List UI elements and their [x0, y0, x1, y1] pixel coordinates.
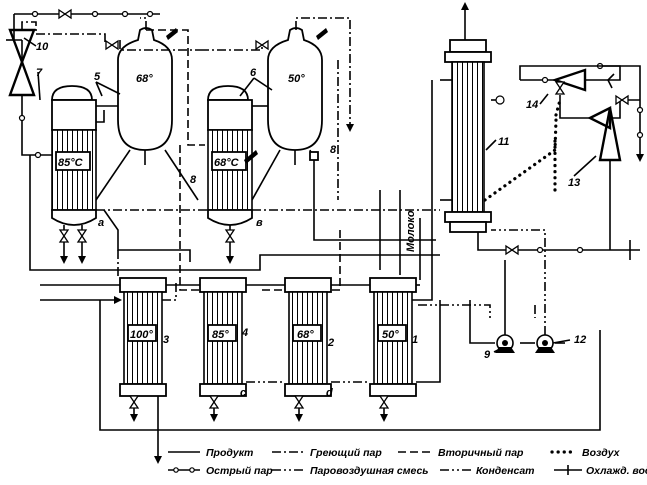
- ejectors: [483, 62, 644, 250]
- heater-4: 85°: [199, 277, 247, 422]
- separator-1: 68°: [95, 27, 199, 201]
- svg-text:Охлажд. вода: Охлажд. вода: [586, 465, 647, 477]
- label-13: 13: [568, 177, 580, 189]
- svg-text:Воздух: Воздух: [582, 447, 621, 459]
- svg-text:Конденсат: Конденсат: [476, 465, 535, 477]
- pump-12: [491, 229, 565, 354]
- heater-3: 100°: [119, 277, 167, 464]
- heater-2-temp: 68°: [297, 329, 314, 341]
- legend-product: Продукт: [168, 447, 253, 459]
- legend-steam-air: Паровоздушная смесь: [272, 465, 429, 477]
- label-14: 14: [526, 99, 538, 111]
- letter-c: с: [240, 387, 246, 399]
- legend-live-steam: Острый пар: [168, 465, 273, 477]
- label-8a: 8: [190, 174, 197, 186]
- label-8b: 8: [330, 144, 337, 156]
- label-12: 12: [574, 334, 586, 346]
- condensate-drains: [418, 304, 536, 318]
- legend-cooling-water: Охлажд. вода: [554, 465, 647, 477]
- label-10: 10: [36, 41, 49, 53]
- sep-1-temp: 68°: [136, 73, 153, 85]
- label-1: 1: [412, 334, 418, 346]
- label-7: 7: [36, 67, 43, 79]
- evap-1-temp: 85°C: [58, 157, 84, 169]
- heater-3-temp: 100°: [130, 329, 153, 341]
- number-labels: 10 7 5 6 8 8 11 14 13 3 4 2 1 9 12 а в с…: [36, 41, 586, 399]
- heater-2: 68°: [284, 277, 332, 422]
- svg-text:Острый пар: Острый пар: [206, 465, 273, 477]
- legend-heating-steam: Греющий пар: [272, 447, 382, 459]
- live-steam-header: [6, 9, 160, 159]
- svg-text:Греющий пар: Греющий пар: [310, 447, 382, 459]
- label-2: 2: [327, 337, 334, 349]
- svg-text:Вторичный пар: Вторичный пар: [438, 447, 524, 459]
- connecting-lines: [29, 80, 601, 431]
- legend-air: Воздух: [550, 447, 621, 459]
- label-3: 3: [163, 334, 169, 346]
- sep-2-temp: 50°: [288, 73, 305, 85]
- legend-secondary-steam: Вторичный пар: [398, 447, 524, 459]
- label-4: 4: [241, 327, 248, 339]
- evap-2-temp: 68°C: [214, 157, 240, 169]
- separator-2: 50°: [251, 27, 328, 201]
- label-9: 9: [484, 349, 491, 361]
- legend-condensate: Конденсат: [440, 465, 535, 477]
- legend: Продукт Греющий пар Вторичный пар Воздух…: [168, 447, 647, 477]
- secondary-steam-lines: [105, 17, 354, 200]
- heater-1-temp: 50°: [382, 329, 399, 341]
- heater-4-temp: 85°: [212, 329, 229, 341]
- letter-d: d: [326, 387, 333, 399]
- evaporator-2: 68°C: [207, 85, 258, 264]
- milk-label: Молоко: [405, 210, 417, 252]
- svg-text:Продукт: Продукт: [206, 447, 253, 459]
- condenser-11: [440, 2, 640, 260]
- svg-text:Паровоздушная смесь: Паровоздушная смесь: [310, 465, 429, 477]
- pump-9: [469, 260, 516, 354]
- heater-links: [40, 280, 441, 383]
- evaporator-1: 85°C: [51, 85, 105, 264]
- label-11: 11: [498, 136, 509, 148]
- heater-1: 50°: [369, 277, 417, 422]
- letter-a: а: [98, 217, 104, 229]
- label-6: 6: [250, 67, 257, 79]
- letter-b: в: [256, 217, 263, 229]
- label-5: 5: [94, 71, 101, 83]
- leader-lines: [23, 37, 597, 353]
